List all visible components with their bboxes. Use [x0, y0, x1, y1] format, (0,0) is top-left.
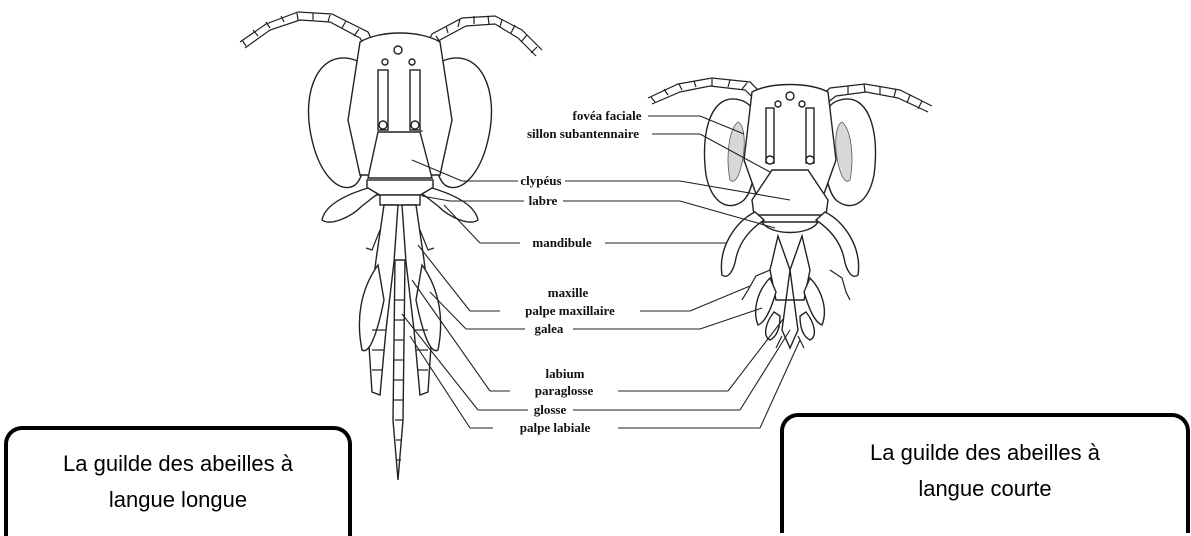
short-tongue-guild-line1: La guilde des abeilles à [784, 435, 1186, 471]
label-galea: galea [535, 321, 564, 336]
label-clypeus: clypéus [520, 173, 561, 188]
long-tongue-guild-line2: langue longue [8, 482, 348, 518]
label-labium: labium [545, 366, 584, 381]
clypeus-long [368, 132, 432, 178]
short-tongue-guild-line2: langue courte [784, 471, 1186, 507]
label-sillon-subantennaire: sillon subantennaire [527, 126, 639, 141]
label-fovea-faciale: fovéa faciale [573, 108, 642, 123]
short-tongue-bee-head [648, 78, 932, 348]
glossa-short [782, 300, 798, 348]
short-tongue-guild-box: La guilde des abeilles à langue courte [780, 413, 1190, 533]
label-labre: labre [529, 193, 558, 208]
right-mandible-short [816, 212, 859, 276]
label-maxille: maxille [548, 285, 589, 300]
long-tongue-guild-box: La guilde des abeilles à langue longue [4, 426, 352, 536]
label-glosse: glosse [534, 402, 567, 417]
left-mandible-short [721, 212, 764, 276]
glossa-long [393, 260, 405, 480]
long-tongue-guild-line1: La guilde des abeilles à [8, 446, 348, 482]
label-paraglosse: paraglosse [535, 383, 594, 398]
anatomy-labels: fovéa faciale sillon subantennaire clypé… [520, 108, 642, 435]
right-mandible-long [422, 188, 478, 222]
left-mandible-long [322, 188, 378, 222]
label-palpe-labiale: palpe labiale [520, 420, 591, 435]
label-mandibule: mandibule [532, 235, 591, 250]
label-palpe-maxillaire: palpe maxillaire [525, 303, 615, 318]
